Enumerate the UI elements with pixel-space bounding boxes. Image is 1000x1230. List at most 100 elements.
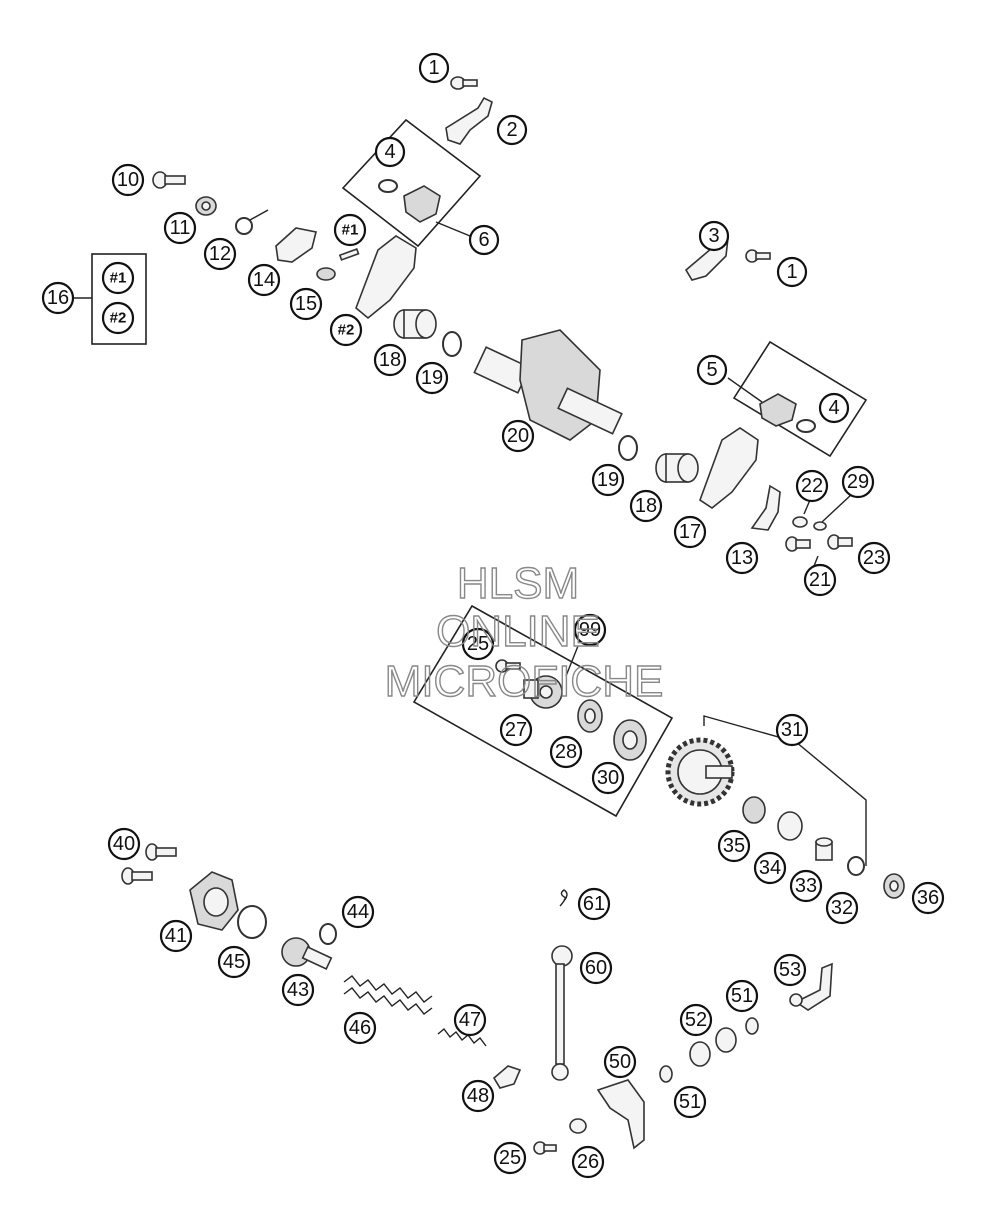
- callout-31: 31: [775, 713, 809, 747]
- svg-text:30: 30: [597, 767, 619, 789]
- svg-text:51: 51: [731, 985, 753, 1007]
- svg-text:3: 3: [708, 225, 719, 247]
- svg-text:26: 26: [577, 1151, 599, 1173]
- callout-32: 32: [825, 891, 859, 925]
- svg-text:25: 25: [467, 633, 489, 655]
- callout-20: 20: [501, 419, 535, 453]
- watermark-line-1: HLSM: [457, 559, 579, 608]
- bolt-part-10: [152, 171, 186, 189]
- callout-60: 60: [579, 951, 613, 985]
- callout-51-upper: 51: [725, 979, 759, 1013]
- callout-52: 52: [679, 1003, 713, 1037]
- callout-28: 28: [549, 735, 583, 769]
- gear-shaft-part-43: [281, 937, 333, 970]
- rod-part-60: [551, 945, 573, 1081]
- svg-text:17: 17: [679, 521, 701, 543]
- bushing-part-52: [689, 1027, 737, 1067]
- callout-3: 3: [698, 220, 730, 252]
- svg-text:22: 22: [801, 475, 823, 497]
- spring-part-12: [235, 209, 269, 235]
- lever-part-50: [596, 1079, 645, 1150]
- callout-16-hash-2: #2: [101, 301, 135, 335]
- callout-1-right: 1: [776, 256, 808, 288]
- callout-18-right: 18: [629, 489, 663, 523]
- callout-4-top: 4: [374, 136, 406, 168]
- svg-text:48: 48: [467, 1085, 489, 1107]
- callout-1-top: 1: [418, 52, 450, 84]
- clip-part-48: [492, 1065, 522, 1089]
- svg-text:23: 23: [863, 547, 885, 569]
- arm-part-17: [699, 427, 759, 509]
- callout-43: 43: [281, 973, 315, 1007]
- svg-text:15: 15: [295, 293, 317, 315]
- svg-text:51: 51: [679, 1091, 701, 1113]
- svg-text:1: 1: [786, 261, 797, 283]
- frame-27-30: [412, 604, 674, 818]
- callout-61: 61: [577, 887, 611, 921]
- svg-text:36: 36: [917, 887, 939, 909]
- callout-13: 13: [725, 541, 759, 575]
- o-ring-part-4b: [796, 419, 816, 433]
- top-assembly-parts: [152, 76, 868, 567]
- svg-text:16: 16: [47, 287, 69, 309]
- bracket-part-13: [750, 484, 781, 531]
- callout-48: 48: [461, 1079, 495, 1113]
- svg-text:13: 13: [731, 547, 753, 569]
- callout-17: 17: [673, 515, 707, 549]
- bolt-part-23: [827, 534, 853, 550]
- svg-text:25: 25: [499, 1147, 521, 1169]
- washer-part-35: [742, 796, 766, 824]
- callout-30: 30: [591, 761, 625, 795]
- callout-26: 26: [571, 1145, 605, 1179]
- svg-text:50: 50: [609, 1051, 631, 1073]
- o-ring-part-4a: [378, 179, 398, 193]
- callout-16-hash-1: #1: [101, 261, 135, 295]
- callout-22: 22: [795, 469, 829, 503]
- washer-part-34: [777, 811, 803, 841]
- washer-part-29: [813, 521, 827, 531]
- bushing-part-18a: [393, 309, 437, 339]
- spring-clip-part-61: [559, 889, 568, 907]
- watermark-line-3: MICROFICHE: [385, 657, 664, 706]
- svg-text:#1: #1: [110, 270, 127, 287]
- callout-15: 15: [289, 287, 323, 321]
- callout-53: 53: [773, 953, 807, 987]
- svg-text:60: 60: [585, 957, 607, 979]
- svg-text:18: 18: [635, 495, 657, 517]
- svg-text:34: 34: [759, 857, 781, 879]
- svg-text:5: 5: [706, 359, 717, 381]
- o-ring-part-19a: [442, 331, 462, 357]
- valve-part-5: [759, 393, 797, 427]
- svg-text:19: 19: [597, 469, 619, 491]
- svg-text:44: 44: [347, 901, 369, 923]
- callout-10: 10: [111, 163, 145, 197]
- svg-text:40: 40: [113, 833, 135, 855]
- svg-text:99: 99: [579, 619, 601, 641]
- svg-text:31: 31: [781, 719, 803, 741]
- washer-part-15: [316, 267, 336, 281]
- callout-12: 12: [203, 237, 237, 271]
- callout-18-left: 18: [373, 343, 407, 377]
- bolt-part-40: [121, 843, 177, 885]
- washer-part-26: [569, 1118, 587, 1134]
- watermark-line-2: ONLINE: [436, 607, 600, 656]
- svg-text:46: 46: [349, 1017, 371, 1039]
- svg-text:4: 4: [384, 141, 395, 163]
- o-ring-part-45: [237, 905, 267, 939]
- svg-text:28: 28: [555, 741, 577, 763]
- callout-5: 5: [696, 354, 728, 386]
- svg-text:53: 53: [779, 959, 801, 981]
- callout-hash-2: #2: [329, 313, 363, 347]
- callout-99: 99: [573, 613, 607, 647]
- svg-text:32: 32: [831, 897, 853, 919]
- bushing-part-33: [815, 837, 833, 861]
- callout-21: 21: [803, 563, 837, 597]
- callout-40: 40: [107, 827, 141, 861]
- bolt-part-25b: [533, 1141, 557, 1155]
- svg-text:20: 20: [507, 425, 529, 447]
- middle-assembly-parts: [412, 604, 905, 899]
- callout-14: 14: [247, 263, 281, 297]
- svg-text:35: 35: [723, 835, 745, 857]
- plate-part-14: [275, 227, 317, 263]
- svg-text:61: 61: [583, 893, 605, 915]
